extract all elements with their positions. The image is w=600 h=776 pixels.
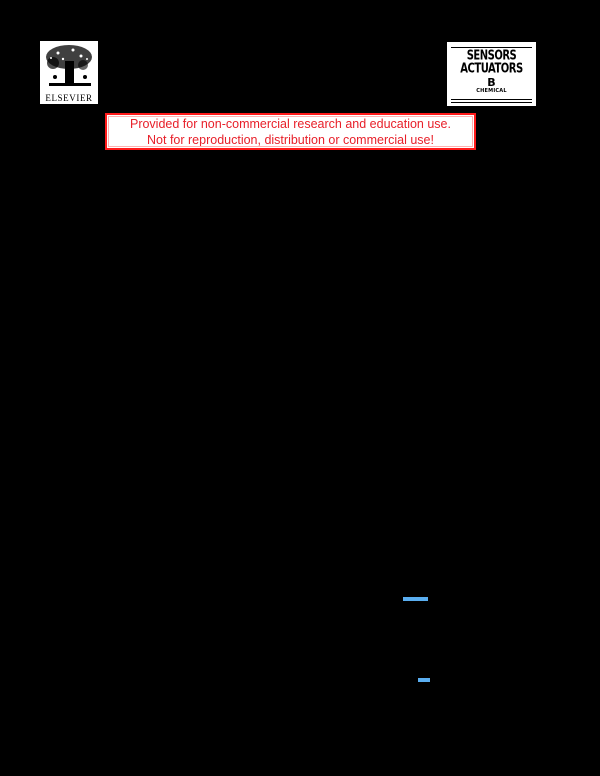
tree-icon — [43, 43, 95, 91]
journal-title-line1: SENSORS — [466, 49, 517, 64]
link-mark-2[interactable] — [418, 678, 430, 682]
journal-section-letter: B — [487, 76, 496, 89]
notice-line-2: Not for reproduction, distribution or co… — [147, 133, 434, 147]
logo-rule — [451, 99, 532, 100]
elsevier-wordmark: ELSEVIER — [45, 93, 93, 103]
logo-rule — [451, 47, 532, 48]
journal-title-line2: ACTUATORS — [460, 62, 523, 77]
journal-subtitle: CHEMICAL — [476, 88, 507, 94]
elsevier-logo: ELSEVIER — [40, 41, 98, 104]
notice-inner-border — [108, 116, 473, 147]
journal-logo: SENSORS ACTUATORS B CHEMICAL — [447, 42, 536, 106]
logo-rule — [451, 102, 532, 103]
link-mark-1[interactable] — [403, 597, 428, 601]
copyright-notice-banner: Provided for non-commercial research and… — [105, 113, 476, 150]
notice-line-1: Provided for non-commercial research and… — [129, 117, 451, 131]
